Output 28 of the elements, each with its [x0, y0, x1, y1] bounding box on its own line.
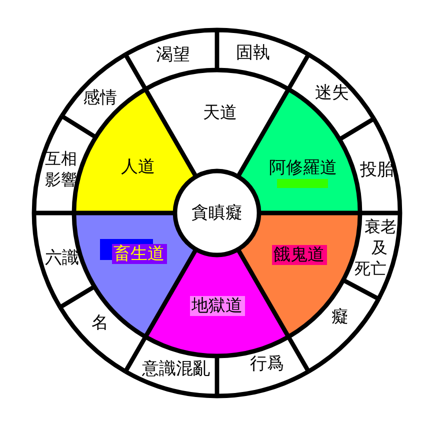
ring-segment [60, 52, 146, 138]
ring-segment [288, 280, 380, 374]
segment-label: 固執 [236, 44, 270, 62]
segment-label: 名 [92, 314, 108, 332]
ring-segment [216, 28, 310, 89]
segment-label: 投胎 [360, 161, 394, 179]
segment-label: 渴望 [156, 46, 190, 64]
sector-label: 天道 [203, 104, 237, 122]
ring-segment [340, 118, 402, 214]
sector-label: 地獄道 [190, 296, 244, 316]
segment-label: 癡 [332, 308, 348, 326]
sector-label: 畜生道 [112, 244, 166, 264]
sector-label: 阿修羅道 [269, 159, 337, 177]
segment-label: 互相影響 [45, 148, 77, 190]
segment-label: 意識混亂 [142, 360, 210, 378]
center-circle [174, 170, 260, 256]
segment-label: 迷失 [315, 84, 349, 102]
sector-label: 餓鬼道 [272, 245, 326, 265]
ring-segment [124, 28, 218, 89]
ring-segment [288, 52, 376, 140]
center-label: 貪瞋癡 [192, 204, 242, 222]
ring-segment [216, 337, 310, 398]
ring-segment [32, 212, 94, 308]
segment-label: 行爲 [250, 355, 284, 373]
segment-label: 六識 [45, 249, 79, 267]
sector-label: 人道 [121, 158, 155, 176]
segment-label: 感情 [83, 89, 117, 107]
segment-label: 衰老及死亡 [354, 216, 397, 278]
